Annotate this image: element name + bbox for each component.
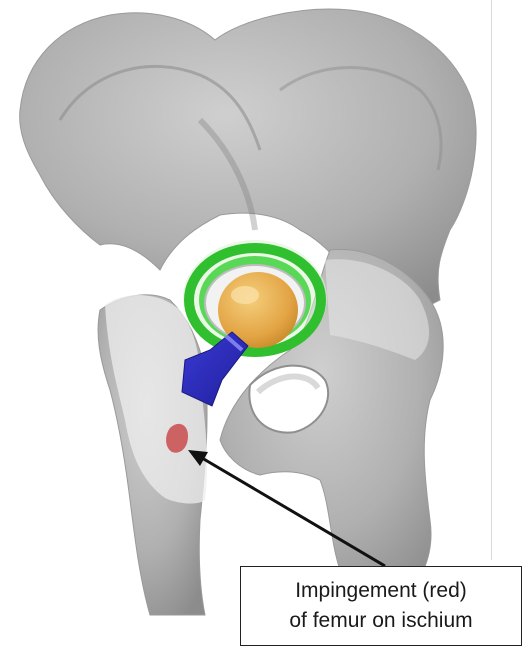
annotation-callout: Impingement (red) of femur on ischium bbox=[240, 566, 522, 646]
annotation-line-1: Impingement (red) bbox=[295, 576, 467, 606]
annotation-line-2: of femur on ischium bbox=[289, 606, 472, 636]
frame-edge bbox=[491, 0, 492, 560]
